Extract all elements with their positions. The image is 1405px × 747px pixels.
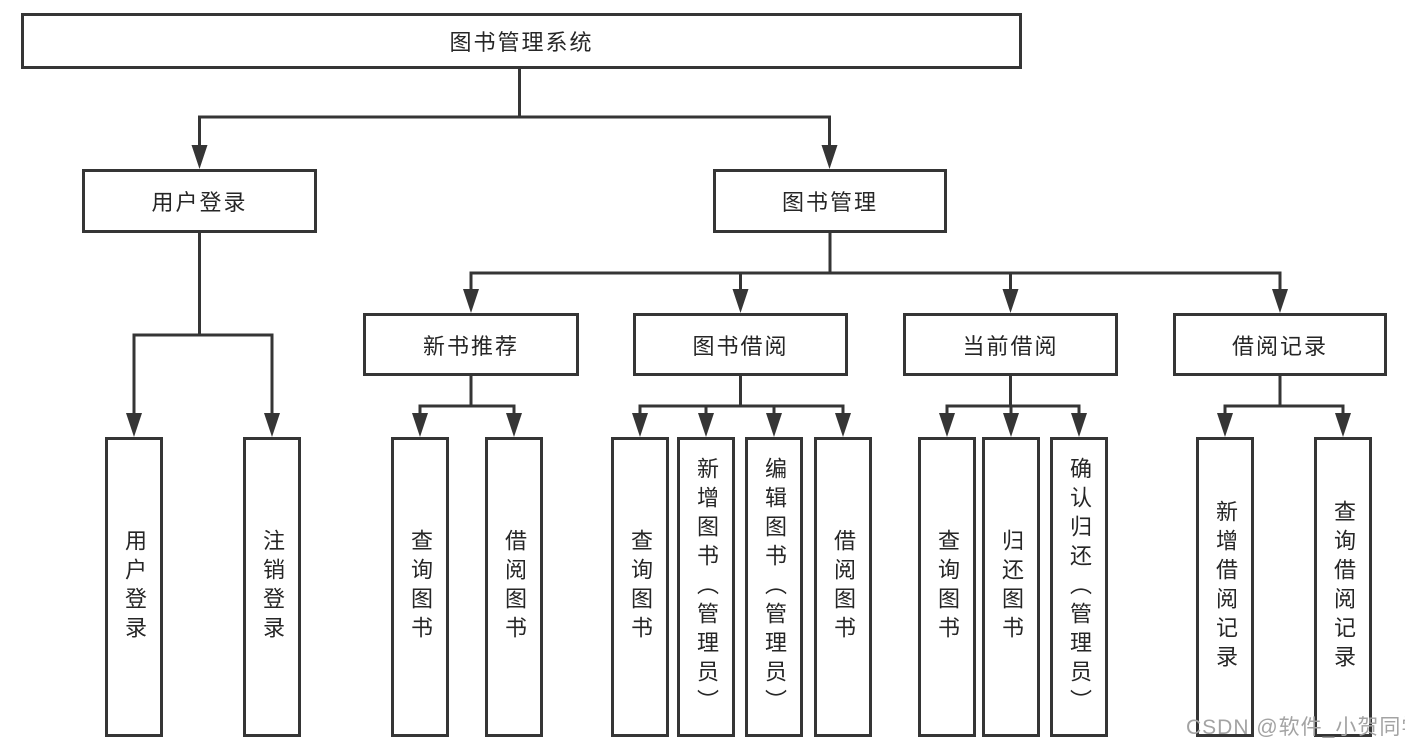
leaf-label: 确认归还（管理员） [1067,456,1092,718]
node-book-borrowing: 图书借阅 [633,313,848,376]
leaf-logout: 注销登录 [243,437,301,737]
leaf-user-login: 用户登录 [105,437,163,737]
node-current-borrowing: 当前借阅 [903,313,1118,376]
leaf-label: 查询图书 [408,529,433,645]
leaf-label: 用户登录 [122,529,147,645]
leaf-label: 新增图书（管理员） [694,456,719,718]
leaf-query-books-recommend: 查询图书 [391,437,449,737]
leaf-add-books-admin: 新增图书（管理员） [677,437,735,737]
leaf-return-books: 归还图书 [982,437,1040,737]
leaf-label: 查询图书 [628,529,653,645]
node-label: 借阅记录 [1231,333,1328,359]
leaf-label: 编辑图书（管理员） [762,456,787,718]
leaf-label: 查询借阅记录 [1331,500,1356,674]
leaf-query-borrow-record: 查询借阅记录 [1314,437,1372,737]
leaf-query-books-current: 查询图书 [918,437,976,737]
leaf-add-borrow-record: 新增借阅记录 [1196,437,1254,737]
leaf-borrow-books-recommend: 借阅图书 [485,437,543,737]
leaf-confirm-return-admin: 确认归还（管理员） [1050,437,1108,737]
node-label: 图书管理 [781,190,878,215]
node-label: 新书推荐 [422,333,519,359]
leaf-query-books-borrowing: 查询图书 [611,437,669,737]
leaf-label: 注销登录 [260,529,285,645]
leaf-borrow-books: 借阅图书 [814,437,872,737]
leaf-edit-books-admin: 编辑图书（管理员） [745,437,803,737]
leaf-label: 新增借阅记录 [1213,500,1238,674]
leaf-label: 归还图书 [999,529,1024,645]
leaf-label: 查询图书 [935,529,960,645]
node-user-login: 用户登录 [82,169,317,233]
node-label: 当前借阅 [962,333,1059,359]
node-label: 图书借阅 [692,333,789,359]
node-borrowing-records: 借阅记录 [1173,313,1387,376]
node-label: 用户登录 [151,190,248,215]
node-label: 图书管理系统 [449,30,594,55]
node-book-management: 图书管理 [713,169,947,233]
node-new-book-recommend: 新书推荐 [363,313,579,376]
leaf-label: 借阅图书 [831,529,856,645]
csdn-watermark: CSDN @软件_小贺同学 [1186,716,1405,739]
leaf-label: 借阅图书 [502,529,527,645]
node-library-management-system: 图书管理系统 [21,13,1022,69]
